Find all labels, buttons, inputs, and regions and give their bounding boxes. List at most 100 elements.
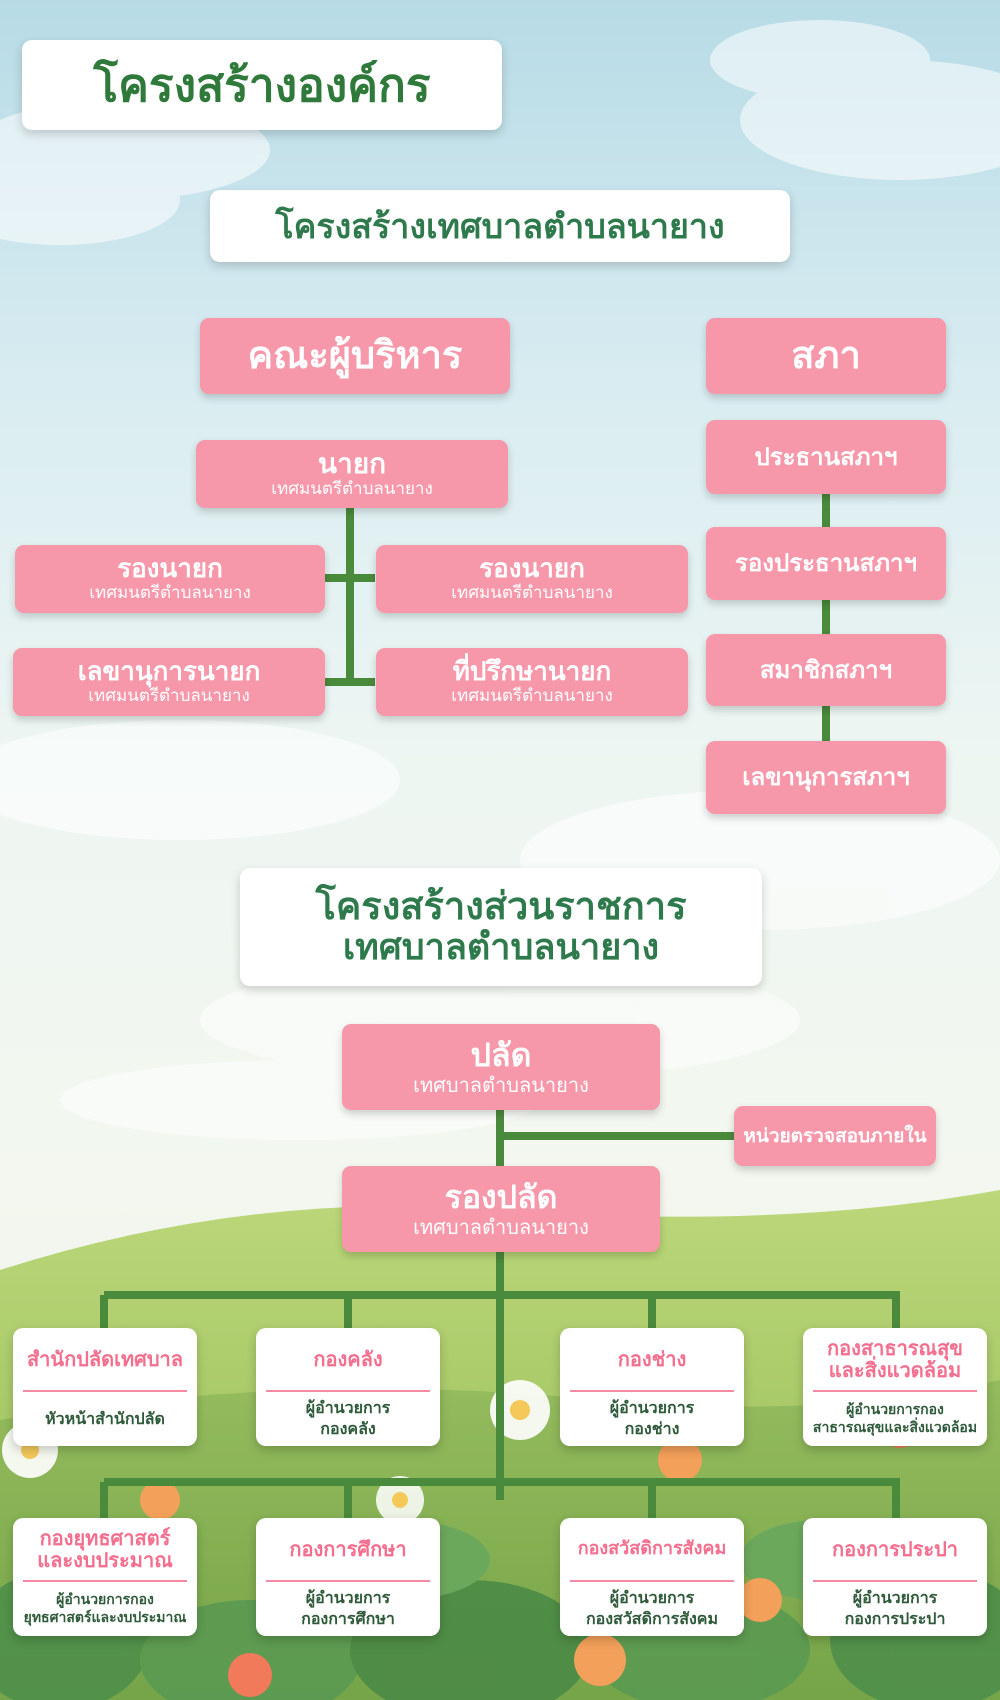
division-head-role: ผู้อำนวยการ กองการประปา xyxy=(803,1582,987,1636)
mayor-box: นายก เทศมนตรีตำบลนายาง xyxy=(196,440,508,508)
clerk-box: ปลัด เทศบาลตำบลนายาง xyxy=(342,1024,660,1110)
divider xyxy=(570,1390,734,1392)
division-name: กองสวัสดิการสังคม xyxy=(560,1518,744,1580)
internal-audit-text: หน่วยตรวจสอบภายใน xyxy=(743,1124,927,1147)
section2-title-line1: โครงสร้างส่วนราชการ xyxy=(315,884,687,929)
division-role-line: กองคลัง xyxy=(320,1419,376,1438)
division-role-line: ยุทธศาสตร์และงบประมาณ xyxy=(23,1610,187,1626)
division-head-role: หัวหน้าสำนักปลัด xyxy=(13,1392,197,1446)
council-chair-box: ประธานสภาฯ xyxy=(706,420,946,494)
mayor-secretary-title: เลขานุการนายก xyxy=(77,657,261,688)
division-name: กองการประปา xyxy=(803,1518,987,1580)
division-name-line: กองการศึกษา xyxy=(289,1537,407,1561)
divider xyxy=(570,1580,734,1582)
division-name-line: กองสวัสดิการสังคม xyxy=(577,1538,727,1560)
division-card: กองช่าง ผู้อำนวยการ กองช่าง xyxy=(560,1328,744,1446)
mayor-secretary-box: เลขานุการนายก เทศมนตรีตำบลนายาง xyxy=(13,648,325,716)
division-card: กองสวัสดิการสังคม ผู้อำนวยการ กองสวัสดิก… xyxy=(560,1518,744,1636)
deputy-mayor-left-title: รองนายก xyxy=(117,554,223,585)
division-role-line: ผู้อำนวยการกอง xyxy=(56,1591,154,1608)
division-card: กองคลัง ผู้อำนวยการ กองคลัง xyxy=(256,1328,440,1446)
page-title-text: โครงสร้างองค์กร xyxy=(93,57,431,112)
division-name-line: สำนักปลัดเทศบาล xyxy=(26,1347,184,1371)
division-role-line: กองสวัสดิการสังคม xyxy=(585,1609,719,1628)
division-role-line: ผู้อำนวยการ xyxy=(305,1398,391,1418)
clerk-title: ปลัด xyxy=(470,1036,532,1075)
deputy-clerk-title: รองปลัด xyxy=(444,1178,558,1217)
council-secretary-text: เลขานุการสภาฯ xyxy=(742,763,910,792)
division-name-line: กองการประปา xyxy=(831,1537,959,1561)
division-card: กองการศึกษา ผู้อำนวยการ กองการศึกษา xyxy=(256,1518,440,1636)
council-member-box: สมาชิกสภาฯ xyxy=(706,634,946,706)
divider xyxy=(266,1580,430,1582)
page-title: โครงสร้างองค์กร xyxy=(22,40,502,130)
division-name-line: กองสาธารณสุข xyxy=(827,1336,963,1360)
division-name-line: กองคลัง xyxy=(313,1347,383,1371)
division-head-role: ผู้อำนวยการ กองการศึกษา xyxy=(256,1582,440,1636)
mayor-sub: เทศมนตรีตำบลนายาง xyxy=(271,479,433,500)
division-name: กองคลัง xyxy=(256,1328,440,1390)
division-head-role: ผู้อำนวยการ กองคลัง xyxy=(256,1392,440,1446)
division-role-line: ผู้อำนวยการกอง xyxy=(846,1401,944,1418)
division-role-line: ผู้อำนวยการ xyxy=(852,1588,938,1608)
deputy-mayor-right-title: รองนายก xyxy=(479,554,585,585)
council-vice-chair-text: รองประธานสภาฯ xyxy=(735,549,917,578)
divider xyxy=(813,1580,977,1582)
deputy-mayor-left-box: รองนายก เทศมนตรีตำบลนายาง xyxy=(15,545,325,613)
section1-title: โครงสร้างเทศบาลตำบลนายาง xyxy=(210,190,790,262)
council-secretary-box: เลขานุการสภาฯ xyxy=(706,741,946,814)
clerk-sub: เทศบาลตำบลนายาง xyxy=(413,1072,589,1097)
deputy-mayor-left-sub: เทศมนตรีตำบลนายาง xyxy=(89,582,251,603)
division-name-line: และงบประมาณ xyxy=(37,1548,173,1572)
division-role-line: ผู้อำนวยการ xyxy=(305,1588,391,1608)
deputy-clerk-sub: เทศบาลตำบลนายาง xyxy=(413,1214,589,1239)
council-header: สภา xyxy=(706,318,946,394)
division-card: สำนักปลัดเทศบาล หัวหน้าสำนักปลัด xyxy=(13,1328,197,1446)
council-header-text: สภา xyxy=(791,333,861,378)
section1-title-text: โครงสร้างเทศบาลตำบลนายาง xyxy=(275,207,725,247)
council-chair-text: ประธานสภาฯ xyxy=(754,442,898,471)
division-head-role: ผู้อำนวยการกอง ยุทธศาสตร์และงบประมาณ xyxy=(13,1582,197,1636)
section2-title: โครงสร้างส่วนราชการ เทศบาลตำบลนายาง xyxy=(240,868,762,986)
mayor-advisor-box: ที่ปรึกษานายก เทศมนตรีตำบลนายาง xyxy=(376,648,688,716)
division-name: กองการศึกษา xyxy=(256,1518,440,1580)
executive-header: คณะผู้บริหาร xyxy=(200,318,510,394)
division-name: กองช่าง xyxy=(560,1328,744,1390)
section2-title-line2: เทศบาลตำบลนายาง xyxy=(342,927,660,969)
council-vice-chair-box: รองประธานสภาฯ xyxy=(706,527,946,600)
division-card: กองยุทธศาสตร์ และงบประมาณ ผู้อำนวยการกอง… xyxy=(13,1518,197,1636)
division-role-line: หัวหน้าสำนักปลัด xyxy=(45,1408,165,1428)
division-role-line: สาธารณสุขและสิ่งแวดล้อม xyxy=(812,1420,978,1436)
division-name-line: กองยุทธศาสตร์ xyxy=(39,1526,171,1550)
division-name: กองยุทธศาสตร์ และงบประมาณ xyxy=(13,1518,197,1580)
division-head-role: ผู้อำนวยการ กองช่าง xyxy=(560,1392,744,1446)
division-head-role: ผู้อำนวยการ กองสวัสดิการสังคม xyxy=(560,1582,744,1636)
council-member-text: สมาชิกสภาฯ xyxy=(759,655,893,684)
mayor-title: นายก xyxy=(317,447,387,481)
divider xyxy=(266,1390,430,1392)
division-head-role: ผู้อำนวยการกอง สาธารณสุขและสิ่งแวดล้อม xyxy=(803,1392,987,1446)
connector-lines xyxy=(100,494,900,1518)
divider xyxy=(813,1390,977,1392)
division-role-line: ผู้อำนวยการ xyxy=(609,1398,695,1418)
division-role-line: กองการศึกษา xyxy=(301,1609,395,1628)
division-role-line: กองช่าง xyxy=(624,1419,680,1438)
deputy-mayor-right-box: รองนายก เทศมนตรีตำบลนายาง xyxy=(376,545,688,613)
division-role-line: ผู้อำนวยการ xyxy=(609,1588,695,1608)
division-name: กองสาธารณสุข และสิ่งแวดล้อม xyxy=(803,1328,987,1390)
executive-header-text: คณะผู้บริหาร xyxy=(247,333,463,378)
division-card: กองการประปา ผู้อำนวยการ กองการประปา xyxy=(803,1518,987,1636)
divider xyxy=(23,1390,187,1392)
mayor-advisor-sub: เทศมนตรีตำบลนายาง xyxy=(451,685,613,706)
deputy-clerk-box: รองปลัด เทศบาลตำบลนายาง xyxy=(342,1166,660,1252)
division-role-line: กองการประปา xyxy=(844,1609,946,1628)
division-name-line: และสิ่งแวดล้อม xyxy=(828,1358,962,1382)
internal-audit-box: หน่วยตรวจสอบภายใน xyxy=(734,1106,936,1166)
division-name: สำนักปลัดเทศบาล xyxy=(13,1328,197,1390)
mayor-advisor-title: ที่ปรึกษานายก xyxy=(452,657,612,688)
divider xyxy=(23,1580,187,1582)
mayor-secretary-sub: เทศมนตรีตำบลนายาง xyxy=(88,685,250,706)
division-card: กองสาธารณสุข และสิ่งแวดล้อม ผู้อำนวยการก… xyxy=(803,1328,987,1446)
deputy-mayor-right-sub: เทศมนตรีตำบลนายาง xyxy=(451,582,613,603)
division-name-line: กองช่าง xyxy=(617,1347,687,1371)
